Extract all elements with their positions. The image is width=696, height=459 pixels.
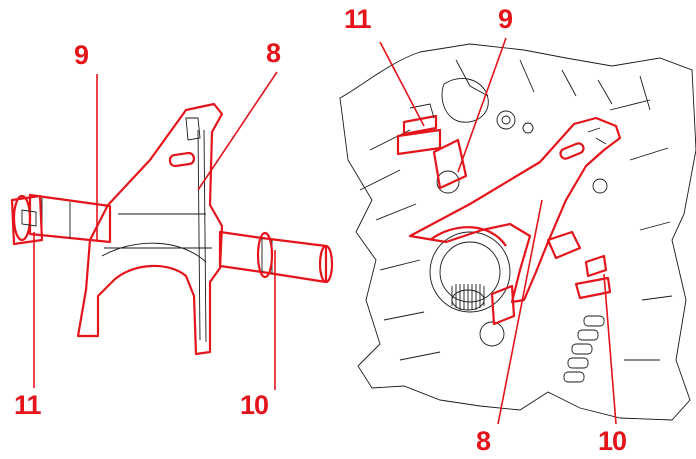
callout-left-8: 8 bbox=[266, 38, 281, 68]
right-rail-9 bbox=[432, 138, 468, 190]
callout-right-9: 9 bbox=[498, 4, 513, 34]
right-leader-8 bbox=[497, 199, 543, 425]
right-part-10 bbox=[546, 230, 612, 300]
right-leader-10 bbox=[603, 273, 617, 425]
slot-row bbox=[563, 315, 605, 383]
callout-right-8: 8 bbox=[476, 426, 491, 456]
callout-right-11: 11 bbox=[344, 4, 372, 34]
left-leader-8 bbox=[197, 71, 278, 191]
left-fork-8 bbox=[76, 102, 224, 356]
right-part-11 bbox=[396, 103, 442, 156]
right-view bbox=[339, 37, 696, 425]
splined-hub bbox=[429, 231, 511, 313]
right-leader-9 bbox=[457, 37, 507, 173]
right-fork-8 bbox=[408, 116, 622, 326]
callout-left-9: 9 bbox=[74, 40, 89, 70]
left-view bbox=[10, 71, 334, 390]
case-outline bbox=[339, 43, 696, 421]
left-shaft-10 bbox=[218, 230, 334, 284]
callout-right-10: 10 bbox=[598, 426, 627, 456]
right-leader-11 bbox=[379, 41, 425, 127]
left-shaft-11 bbox=[10, 193, 112, 246]
callout-left-11: 11 bbox=[14, 390, 42, 420]
callout-left-10: 10 bbox=[240, 390, 269, 420]
